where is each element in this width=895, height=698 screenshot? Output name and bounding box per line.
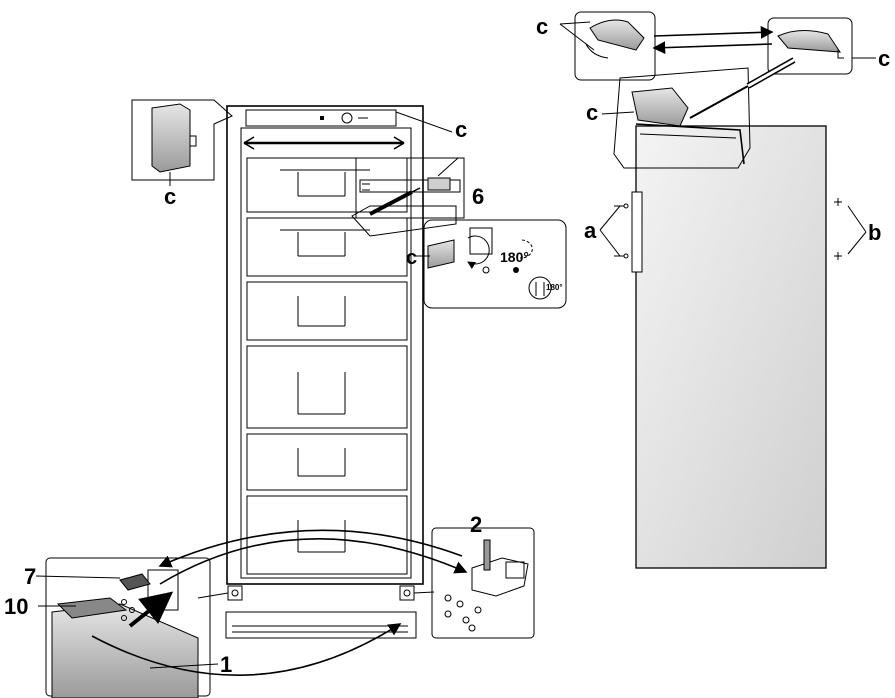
inset-bottom-right	[431, 527, 535, 639]
inset-step-6	[351, 157, 465, 237]
label-a: a	[584, 218, 597, 243]
label-c-screwdriver: c	[586, 100, 598, 125]
inset-screwdriver	[613, 57, 796, 169]
label-num-10: 10	[4, 594, 28, 619]
label-num-1: 1	[220, 652, 232, 677]
door-handle-a	[614, 191, 643, 273]
label-num-7: 7	[24, 564, 36, 589]
label-num-6: 6	[472, 184, 484, 209]
label-c-top-right: c	[878, 46, 890, 71]
transfer-arrows	[91, 529, 468, 676]
label-c-fridge-right: c	[455, 117, 467, 142]
label-b: b	[868, 220, 881, 245]
inset-cap-top-right	[767, 17, 853, 75]
label-rotate-180-large: 180°	[500, 249, 529, 265]
door-pins-b	[834, 198, 842, 260]
door-panel	[635, 125, 827, 569]
fridge-front	[225, 105, 424, 639]
inset-cap-left	[131, 99, 233, 186]
label-rotate-180-small: 180°	[546, 283, 563, 292]
label-c-inset-hinge: c	[406, 247, 417, 269]
inset-bottom-left	[45, 557, 211, 698]
label-c-top-left: c	[536, 14, 548, 39]
label-c-inset-left: c	[164, 184, 176, 209]
inset-hinge-rotate	[423, 219, 567, 309]
label-num-2: 2	[470, 512, 482, 537]
